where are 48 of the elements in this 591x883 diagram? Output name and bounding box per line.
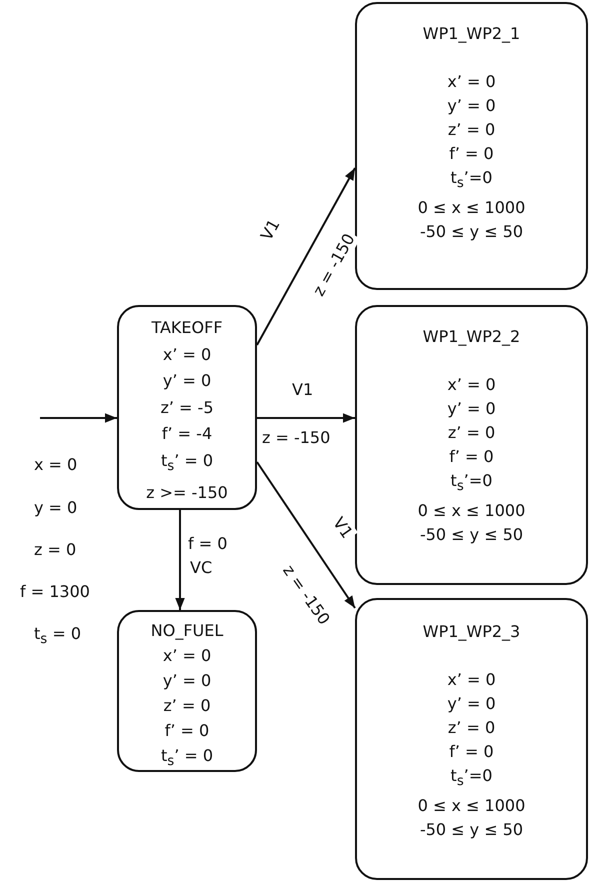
- state-equation: y’ = 0: [162, 370, 212, 392]
- state-equation: -50 ≤ y ≤ 50: [420, 819, 524, 842]
- state-box: [117, 610, 257, 772]
- state-equation: t$_{s}$’=0: [450, 167, 492, 194]
- state-equation: 0 ≤ x ≤ 1000: [418, 500, 526, 522]
- arrow: [40, 413, 117, 423]
- initial-value: y = 0: [32, 498, 80, 518]
- state-box: [117, 305, 257, 510]
- state-equation: 0 ≤ x ≤ 1000: [418, 795, 526, 818]
- state-equation: y’ = 0: [447, 398, 496, 420]
- state-name: WP1_WP2_2: [422, 326, 520, 348]
- arrow: [257, 413, 355, 423]
- state-equation: f’ = 0: [449, 741, 494, 763]
- state-equation: -50 ≤ y ≤ 50: [420, 524, 524, 546]
- state-name: WP1_WP2_3: [422, 621, 520, 643]
- arrow: [175, 510, 185, 610]
- state-equation: z’ = 0: [163, 695, 211, 717]
- state-equation: y’ = 0: [162, 670, 212, 692]
- state-equation: t$_{s}$’ = 0: [160, 450, 214, 476]
- state-equation: y’ = 0: [447, 95, 496, 117]
- state-equation: t$_{s}$’=0: [450, 470, 492, 496]
- state-box: [355, 2, 588, 290]
- state-equation: z’ = 0: [448, 119, 496, 141]
- state-equation: x’ = 0: [447, 71, 496, 93]
- state-equation: t$_{s}$’=0: [450, 765, 492, 792]
- arrow: [256, 461, 356, 609]
- state-equation: x’ = 0: [447, 374, 496, 396]
- state-equation: f’ = 0: [449, 446, 494, 468]
- state-equation: -50 ≤ y ≤ 50: [420, 221, 524, 244]
- state-name: NO_FUEL: [150, 620, 224, 642]
- state-equation: z’ = -5: [160, 396, 214, 418]
- state-name: WP1_WP2_1: [422, 23, 520, 45]
- arrow: [256, 168, 356, 346]
- state-box: [355, 598, 588, 880]
- state-equation: f’ = 0: [449, 143, 494, 165]
- state-name: TAKEOFF: [151, 317, 223, 339]
- state-equation: x’ = 0: [447, 669, 496, 691]
- state-box: [355, 305, 588, 585]
- state-equation: f’ = -4: [162, 423, 212, 445]
- state-equation: z’ = 0: [448, 422, 496, 444]
- state-equation: t$_{s}$’ = 0: [160, 745, 214, 772]
- state-equation: f’ = 0: [164, 720, 210, 742]
- state-equation: 0 ≤ x ≤ 1000: [418, 197, 526, 220]
- state-equation: z’ = 0: [448, 717, 496, 739]
- state-equation: y’ = 0: [447, 693, 496, 715]
- state-equation: x’ = 0: [162, 344, 212, 366]
- state-equation: z >= -150: [146, 482, 228, 504]
- state-equation: x’ = 0: [162, 645, 212, 667]
